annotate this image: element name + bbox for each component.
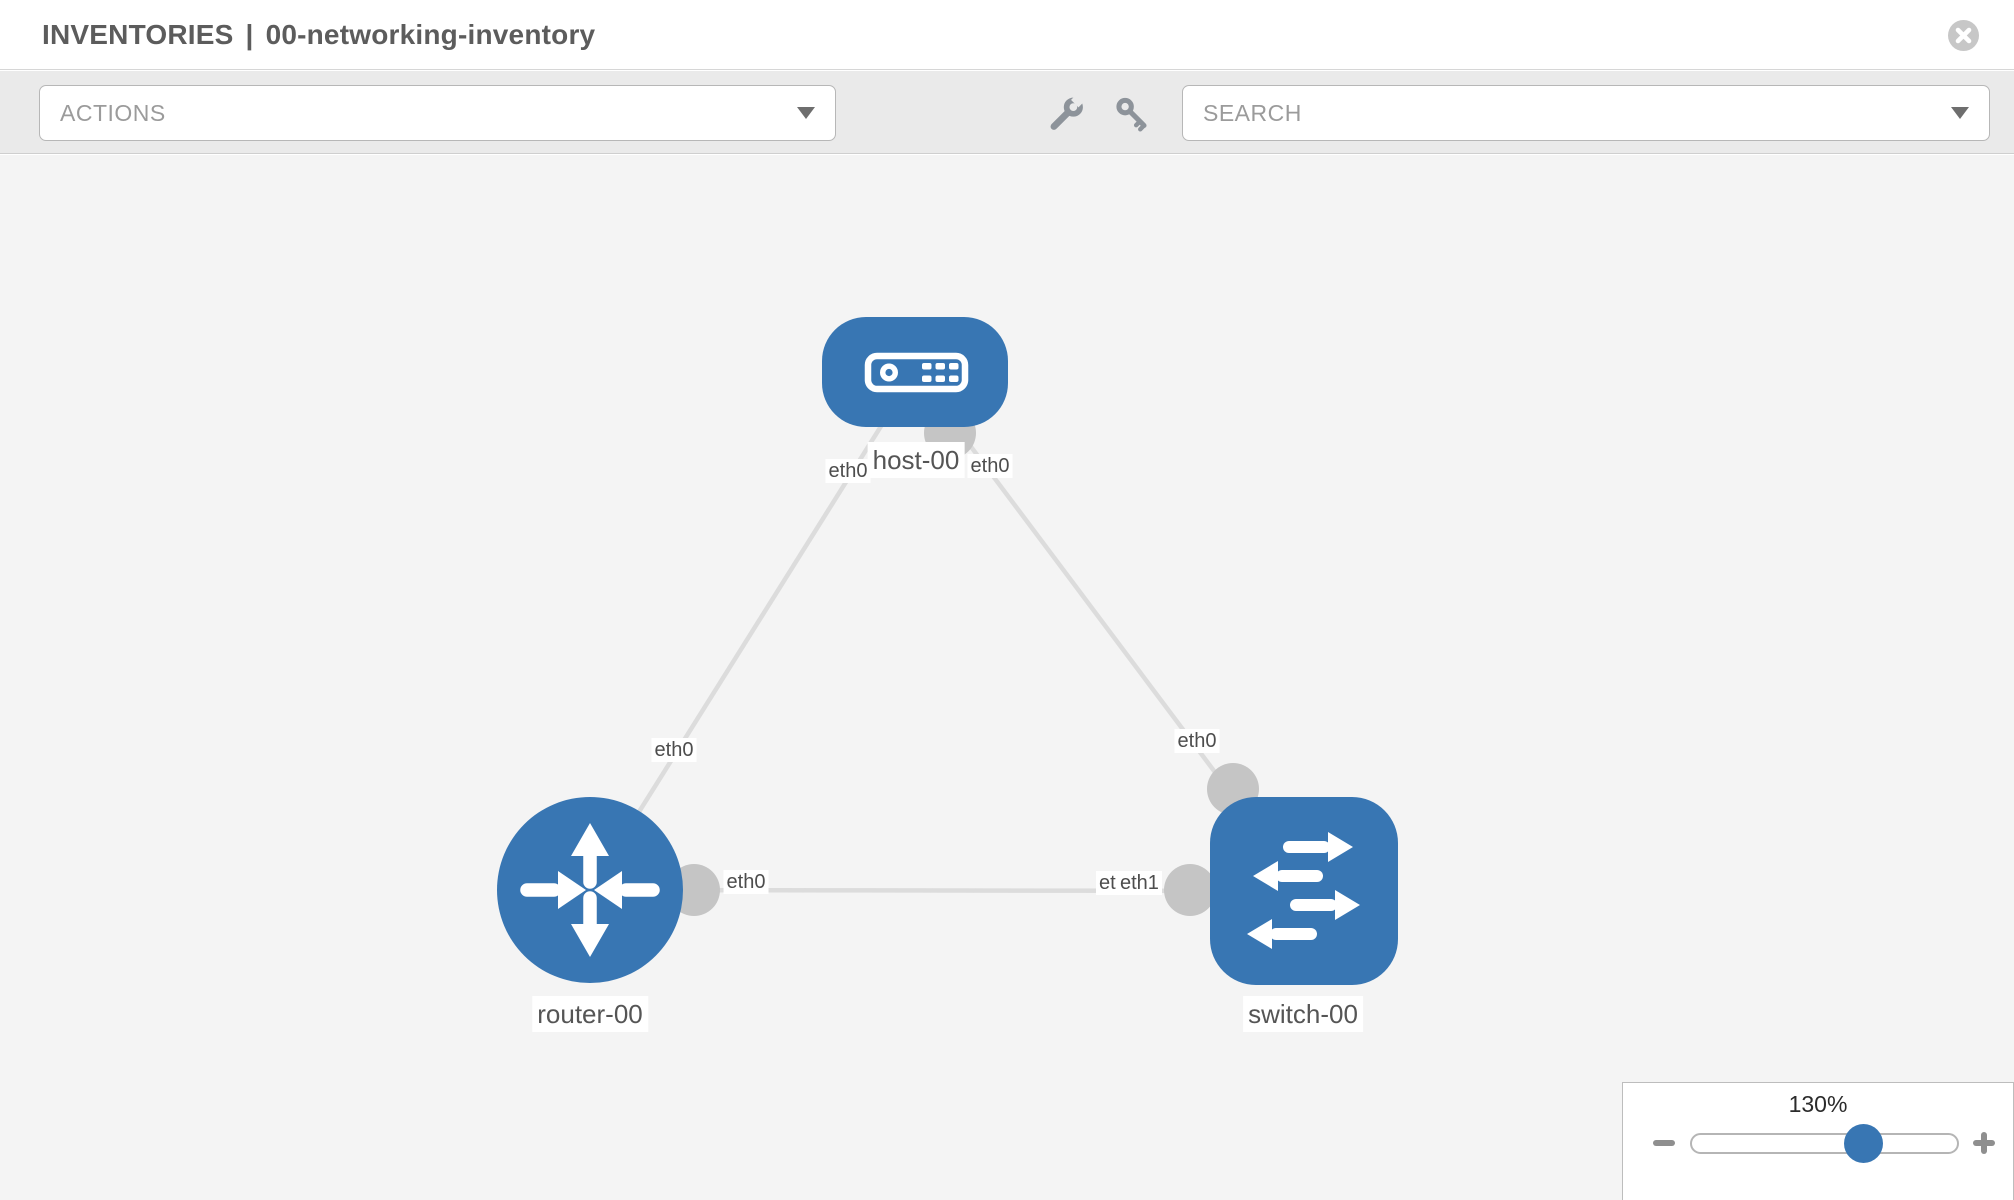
actions-dropdown[interactable]: ACTIONS: [39, 85, 836, 141]
page-title: INVENTORIES | 00-networking-inventory: [42, 19, 595, 51]
interface-port: [1164, 864, 1216, 916]
switch-icon: [1247, 832, 1360, 949]
title-separator: |: [245, 18, 254, 50]
key-icon: [1116, 97, 1147, 132]
minus-icon: [1653, 1140, 1675, 1146]
header: INVENTORIES | 00-networking-inventory: [0, 0, 2014, 70]
interface-label: eth1: [1117, 871, 1162, 895]
zoom-in-button[interactable]: [1969, 1128, 1999, 1158]
wrench-icon: [1050, 94, 1086, 130]
search-dropdown[interactable]: SEARCH: [1182, 85, 1990, 141]
key-button[interactable]: [1111, 93, 1155, 137]
title-section: INVENTORIES: [42, 18, 234, 50]
node-label-router: router-00: [532, 996, 648, 1032]
interface-label: eth0: [825, 459, 871, 483]
title-inventory-name: 00-networking-inventory: [265, 18, 596, 50]
zoom-slider-knob[interactable]: [1844, 1124, 1883, 1163]
close-icon: [1955, 27, 1972, 44]
chevron-down-icon: [797, 107, 815, 119]
router-icon: [520, 823, 660, 957]
topology-graph: [497, 317, 1398, 985]
plus-icon: [1973, 1132, 1995, 1154]
wrench-button[interactable]: [1044, 93, 1088, 137]
interface-label: eth0: [1174, 729, 1220, 753]
node-host[interactable]: [822, 317, 1008, 427]
node-label-host: host-00: [867, 442, 965, 478]
interface-label: eth0: [967, 454, 1013, 478]
zoom-level-label: 130%: [1788, 1091, 1848, 1117]
toolbar: ACTIONS SEARCH: [0, 71, 2014, 154]
close-button[interactable]: [1948, 20, 1979, 51]
actions-dropdown-label: ACTIONS: [60, 99, 166, 126]
host-icon: [864, 352, 969, 393]
node-label-switch: switch-00: [1243, 996, 1363, 1032]
interface-label: eth0: [651, 738, 697, 762]
node-router[interactable]: [497, 797, 683, 983]
topology-canvas[interactable]: host-00 router-00 switch-00 eth0 eth0 et…: [0, 155, 2014, 1200]
interface-label: eth0: [723, 870, 769, 894]
zoom-out-button[interactable]: [1649, 1128, 1679, 1158]
search-dropdown-label: SEARCH: [1203, 99, 1302, 126]
zoom-panel: 130%: [1622, 1082, 2014, 1200]
link-host-router: [588, 370, 917, 892]
zoom-slider-track[interactable]: [1690, 1133, 1959, 1154]
node-switch[interactable]: [1210, 797, 1398, 985]
chevron-down-icon: [1951, 107, 1969, 119]
